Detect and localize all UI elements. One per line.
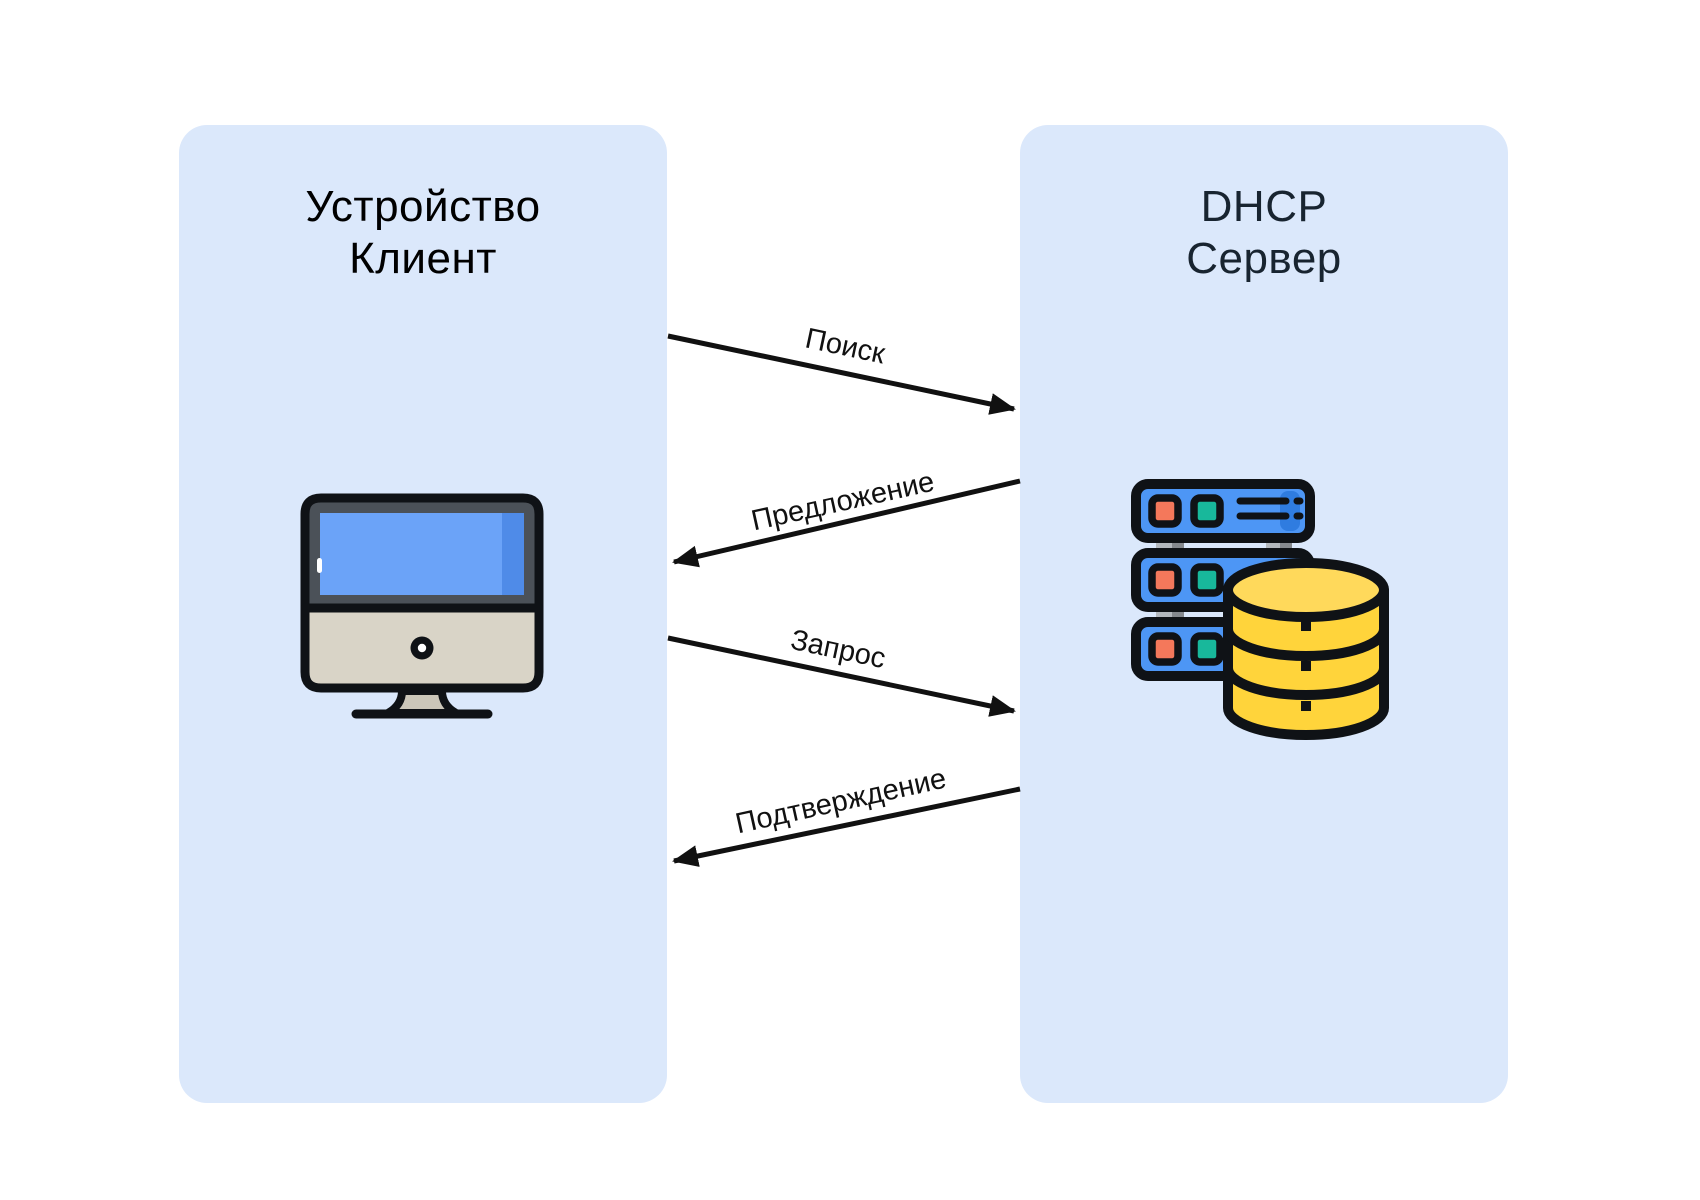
client-title-line1: Устройство	[305, 182, 541, 231]
server-panel-title: DHCP Сервер	[1020, 181, 1508, 285]
server-title-line2: Сервер	[1186, 234, 1342, 283]
acknowledge-label: Подтверждение	[732, 762, 950, 841]
server-title-line1: DHCP	[1200, 182, 1328, 231]
discover-label: Поиск	[802, 322, 888, 371]
client-panel-title: Устройство Клиент	[179, 181, 667, 285]
server-panel: DHCP Сервер	[1020, 125, 1508, 1103]
database-icon	[1223, 558, 1389, 740]
server-database-icon	[1131, 479, 1389, 740]
request-label: Запрос	[787, 623, 889, 676]
computer-icon	[300, 493, 544, 719]
offer-label: Предложение	[748, 465, 938, 538]
client-title-line2: Клиент	[349, 234, 497, 283]
